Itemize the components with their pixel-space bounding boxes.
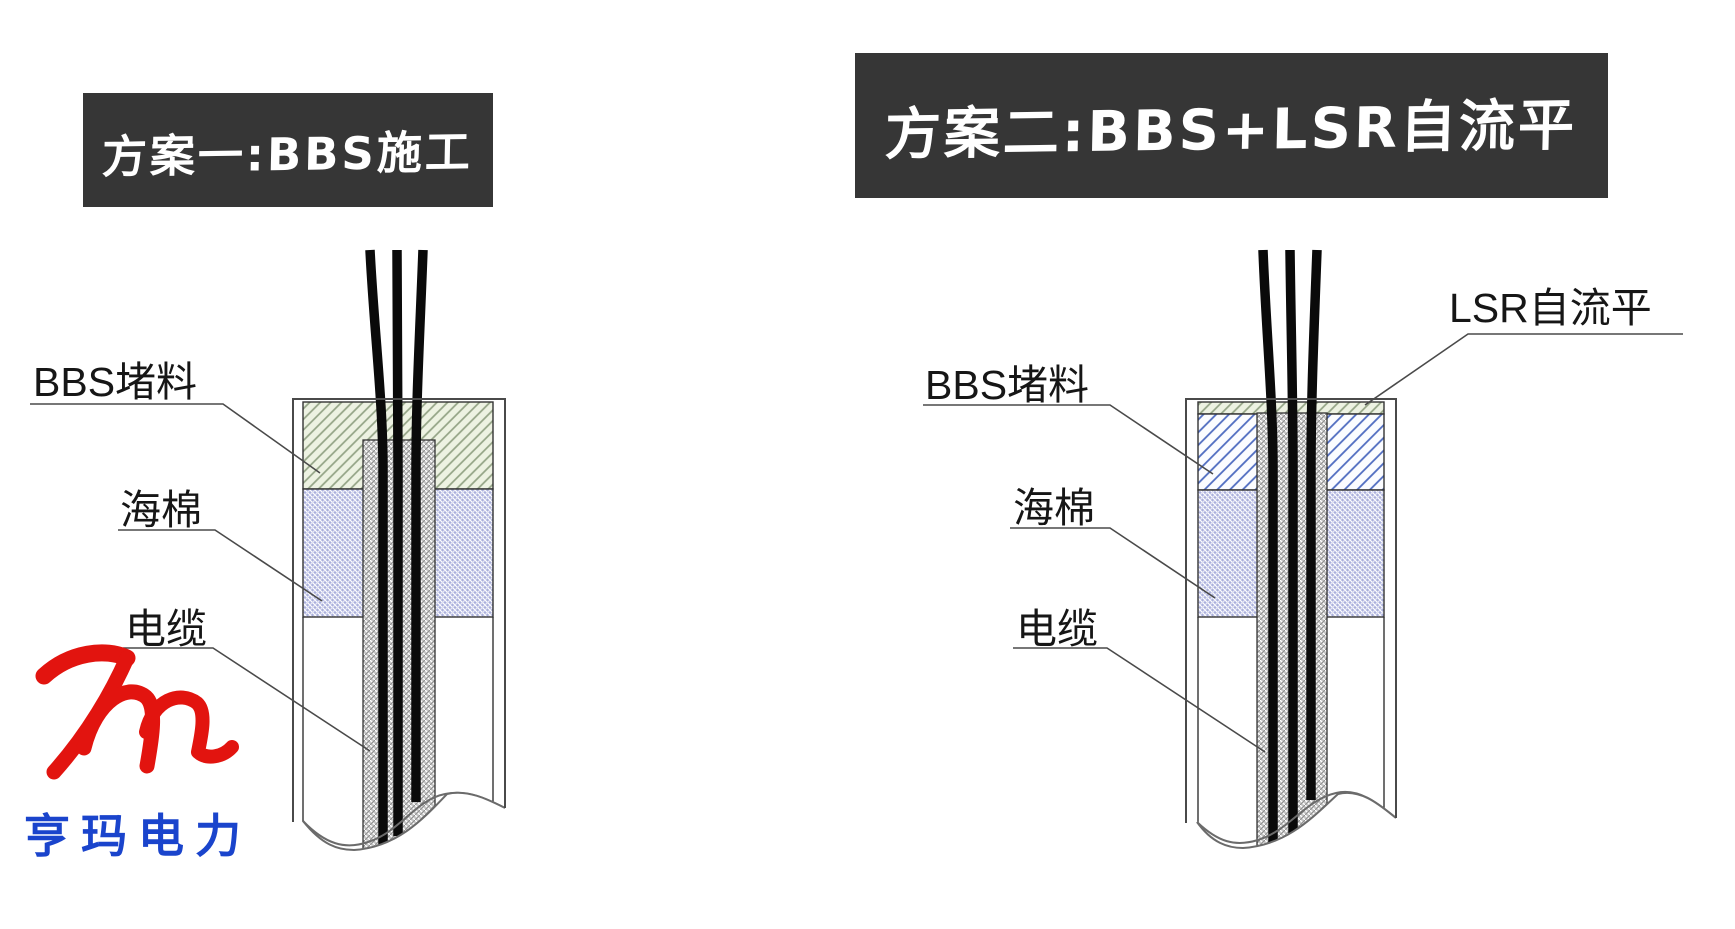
- scheme2-cable-3: [1306, 249, 1322, 800]
- scheme2-title-box: 方案二:BBS+LSR自流平: [855, 53, 1608, 198]
- scheme1-break-mask: [293, 792, 505, 929]
- scheme2-bbs-label: BBS堵料: [925, 362, 1089, 408]
- scheme2-duct-wall: [1185, 398, 1397, 823]
- scheme1-sponge-label: 海棉: [120, 487, 202, 533]
- henma-logo: 亨玛电力: [24, 644, 252, 862]
- scheme1-bbs-leader-line: [30, 403, 321, 474]
- henma-brand-text: 亨玛电力: [24, 811, 252, 862]
- scheme1-bundle-break-line: [302, 791, 506, 852]
- scheme2-sponge-label: 海棉: [1013, 485, 1095, 531]
- scheme2-lsr-leader-line: [1364, 333, 1683, 406]
- scheme2-break-mask: [1186, 792, 1396, 929]
- scheme1-title-box: 方案一:BBS施工: [83, 93, 493, 207]
- scheme1-cable-1: [365, 249, 388, 847]
- scheme1-cable-label: 电缆: [125, 606, 207, 652]
- scheme1-diagram: [292, 249, 506, 929]
- scheme2-lsr-label: LSR自流平: [1449, 285, 1652, 331]
- scheme1-cable-2: [392, 249, 403, 836]
- scheme2-cable-1: [1258, 249, 1278, 846]
- scheme2-sponge-leader-line: [1010, 527, 1216, 599]
- scheme2-cable-leader-line: [1013, 647, 1266, 753]
- scheme2-bundle-break-line: [1196, 791, 1397, 850]
- scheme1-bbs-label: BBS堵料: [33, 359, 197, 405]
- scheme2-cable-2: [1285, 249, 1298, 838]
- henma-m-brush-mark-icon: [35, 644, 239, 780]
- scheme1-cable-3: [411, 249, 428, 802]
- scheme1-duct-wall: [292, 398, 506, 822]
- scheme2-bbs-leader-line: [923, 404, 1214, 475]
- scheme1-sponge-leader-line: [118, 529, 323, 602]
- scheme2-cable-label: 电缆: [1016, 606, 1098, 652]
- scheme2-diagram: [1185, 249, 1397, 929]
- scheme1-cable-leader-line: [123, 647, 371, 752]
